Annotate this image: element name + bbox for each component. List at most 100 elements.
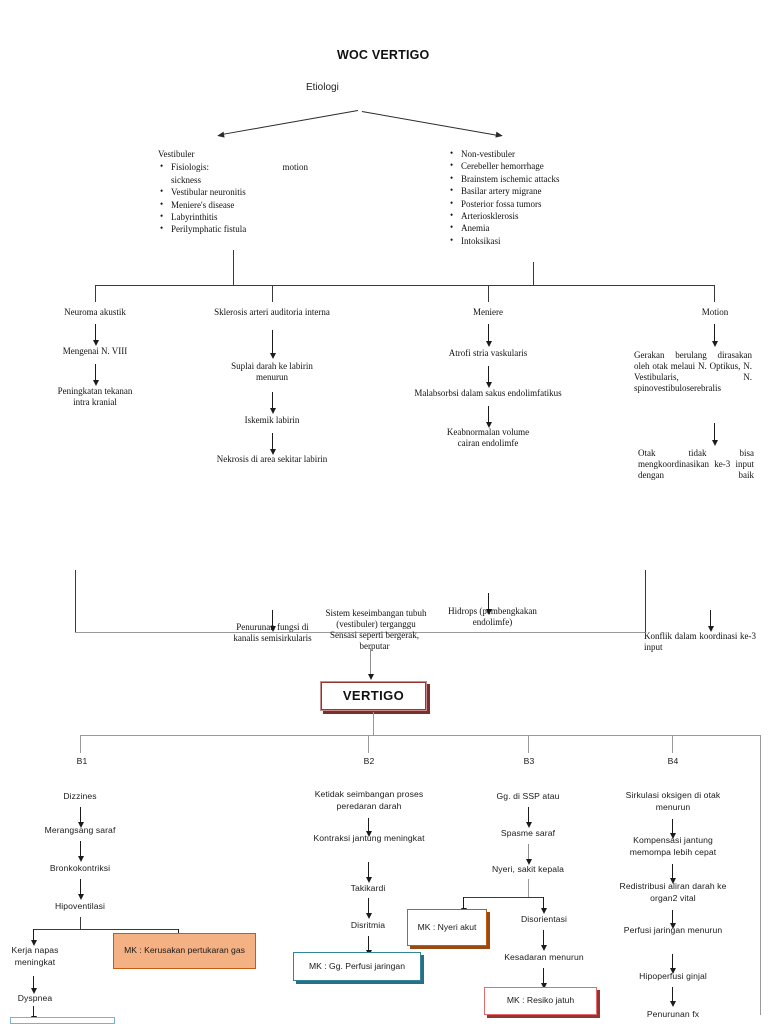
list-item: Meniere's disease bbox=[160, 198, 308, 211]
bus2-riser-left bbox=[75, 570, 76, 632]
bus1-feed-right bbox=[533, 262, 534, 285]
bus3-drop-b1 bbox=[80, 735, 81, 753]
b1-bottom-box-cropped[interactable] bbox=[10, 1017, 115, 1024]
vertigo-box[interactable]: VERTIGO bbox=[320, 681, 427, 711]
list-item: Non-vestibuler bbox=[450, 147, 628, 160]
vertigo-label: VERTIGO bbox=[342, 688, 405, 704]
bus1-drop-b2 bbox=[272, 285, 273, 302]
etiologi-nonvestibuler-list: Non-vestibuler Cerebeller hemorrhage Bra… bbox=[448, 147, 628, 247]
bus1-feed-left bbox=[233, 250, 234, 285]
list-item: Intoksikasi bbox=[450, 234, 628, 247]
bus1-drop-b3 bbox=[488, 285, 489, 302]
bus3-drop-b2 bbox=[368, 735, 369, 753]
list-item: Fisiologis:motion sickness bbox=[160, 160, 308, 186]
mk-gg-perfusi-jaringan-box[interactable]: MK : Gg. Perfusi jaringan bbox=[293, 952, 421, 981]
arrow-down bbox=[711, 423, 718, 446]
mk-box-label: MK : Gg. Perfusi jaringan bbox=[308, 960, 405, 971]
branch2-step-1: Suplai darah ke labirin menurun bbox=[231, 361, 313, 382]
b3-step-2: Spasme saraf bbox=[500, 828, 556, 838]
branch3-outcome: Hidrops (pembengkakan endolimfe) bbox=[448, 606, 537, 627]
branch2-head: Sklerosis arteri auditoria interna bbox=[214, 307, 330, 317]
branch1-head: Neuroma akustik bbox=[64, 307, 126, 317]
arrow-down bbox=[460, 897, 467, 914]
branch2-step-3: Nekrosis di area sekitar labirin bbox=[216, 454, 328, 464]
list-item: Labyrinthitis bbox=[160, 210, 308, 223]
bus3-feed bbox=[373, 712, 374, 735]
arrow-down bbox=[485, 324, 492, 347]
column-code-b1: B1 bbox=[76, 756, 88, 766]
b4-step-3: Redistribusi aliran darah ke organ2 vita… bbox=[619, 881, 727, 903]
branch4-step-1: Gerakan berulang dirasakan oleh otak mel… bbox=[634, 350, 755, 393]
branch3-step-1: Atrofi stria vaskularis bbox=[448, 348, 528, 358]
arrow-down bbox=[30, 976, 37, 994]
bus2-horizontal bbox=[75, 632, 645, 633]
branch1-step-1: Mengenai N. VIII bbox=[62, 346, 128, 356]
etiologi-arrow-left bbox=[219, 110, 358, 136]
arrow-down bbox=[77, 841, 84, 862]
b3-split-stem bbox=[528, 879, 529, 897]
arrow-down bbox=[269, 330, 276, 359]
arrow-down bbox=[485, 366, 492, 388]
arrow-down bbox=[540, 930, 547, 951]
column-code-b4: B4 bbox=[667, 756, 679, 766]
b4-step-5: Hipoperfusi ginjal bbox=[639, 971, 707, 981]
b1-step-3: Bronkokontriksi bbox=[49, 863, 111, 873]
column-code-b2: B2 bbox=[363, 756, 375, 766]
bus2-riser-right bbox=[645, 570, 646, 632]
etiologi-arrow-right bbox=[361, 111, 500, 137]
b3-step-3: Nyeri, sakit kepala bbox=[491, 864, 565, 874]
arrow-down bbox=[269, 433, 276, 455]
b2-step-2: Kontraksi jantung meningkat bbox=[313, 833, 425, 843]
b3-split-right: Disorientasi bbox=[520, 914, 568, 924]
b4-step-1: Sirkulasi oksigen di otak menurun bbox=[625, 790, 721, 812]
list-item: Posterior fossa tumors bbox=[450, 197, 628, 210]
mk-box-label: MK : Kerusakan pertukaran gas bbox=[124, 945, 245, 956]
branch4-outcome: Konflik dalam koordinasi ke-3 input bbox=[644, 631, 759, 652]
arrow-down bbox=[269, 392, 276, 414]
b1-tail: Dyspnea bbox=[17, 993, 53, 1003]
arrow-down bbox=[669, 987, 676, 1007]
branch1-step-2: Peningkatan tekanan intra kranial bbox=[57, 386, 133, 407]
bus1-drop-b1 bbox=[95, 285, 96, 302]
arrow-down bbox=[365, 898, 372, 919]
b3-after-split: Kesadaran menurun bbox=[504, 952, 584, 962]
b4-step-6: Penurunan fx bbox=[646, 1009, 700, 1019]
arrow-down bbox=[485, 593, 492, 615]
arrow-down bbox=[525, 807, 532, 828]
column-code-b3: B3 bbox=[523, 756, 535, 766]
branch1-outcome: Penurunan fungsi di kanalis semisirkular… bbox=[233, 622, 312, 643]
b2-step-3: Takikardi bbox=[350, 883, 386, 893]
b1-split-bar bbox=[33, 929, 178, 930]
arrow-down bbox=[30, 1006, 37, 1022]
mk-kerusakan-pertukaran-gas-box[interactable]: MK : Kerusakan pertukaran gas bbox=[113, 933, 256, 969]
branch3-step-2: Malabsorbsi dalam sakus endolimfatikus bbox=[414, 388, 562, 398]
branch3-step-3: Keabnormalan volume cairan endolimfe bbox=[446, 427, 530, 448]
arrow-down bbox=[707, 610, 714, 632]
bus3-drop-b4 bbox=[672, 735, 673, 753]
b1-split-left: Kerja napas meningkat bbox=[11, 945, 59, 967]
arrow-down bbox=[669, 864, 676, 884]
arrow-down bbox=[540, 897, 547, 914]
branch4-step-2: Otak tidak bisa mengkoordinasikan ke-3 i… bbox=[638, 448, 757, 480]
branch2-outcome-a: Sistem keseimbangan tubuh (vestibuler) t… bbox=[325, 608, 427, 629]
arrow-down bbox=[540, 968, 547, 989]
arrow-down bbox=[77, 807, 84, 828]
bus3-drop-right-edge bbox=[760, 735, 761, 1015]
etiologi-vestibuler-list: Vestibuler Fisiologis:motion sickness Ve… bbox=[158, 148, 308, 236]
list-item: Brainstem ischemic attacks bbox=[450, 172, 628, 185]
b3-step-1: Gg. di SSP atau bbox=[496, 791, 560, 801]
b1-split-stem bbox=[80, 917, 81, 929]
list-item: Vestibular neuronitis bbox=[160, 185, 308, 198]
bus3-drop-b3 bbox=[528, 735, 529, 753]
arrow-down bbox=[365, 818, 372, 837]
arrow-down bbox=[669, 954, 676, 974]
arrow-down bbox=[525, 844, 532, 865]
list-item: Arteriosklerosis bbox=[450, 209, 628, 222]
mk-resiko-jatuh-box[interactable]: MK : Resiko jatuh bbox=[484, 987, 597, 1015]
b1-step-1: Dizzines bbox=[63, 791, 97, 801]
mk-nyeri-akut-box[interactable]: MK : Nyeri akut bbox=[407, 909, 487, 946]
arrow-down bbox=[669, 910, 676, 929]
list-item: Basilar artery migrane bbox=[450, 184, 628, 197]
list-item: Perilymphatic fistula bbox=[160, 222, 308, 235]
b1-step-2: Merangsang saraf bbox=[44, 825, 116, 835]
